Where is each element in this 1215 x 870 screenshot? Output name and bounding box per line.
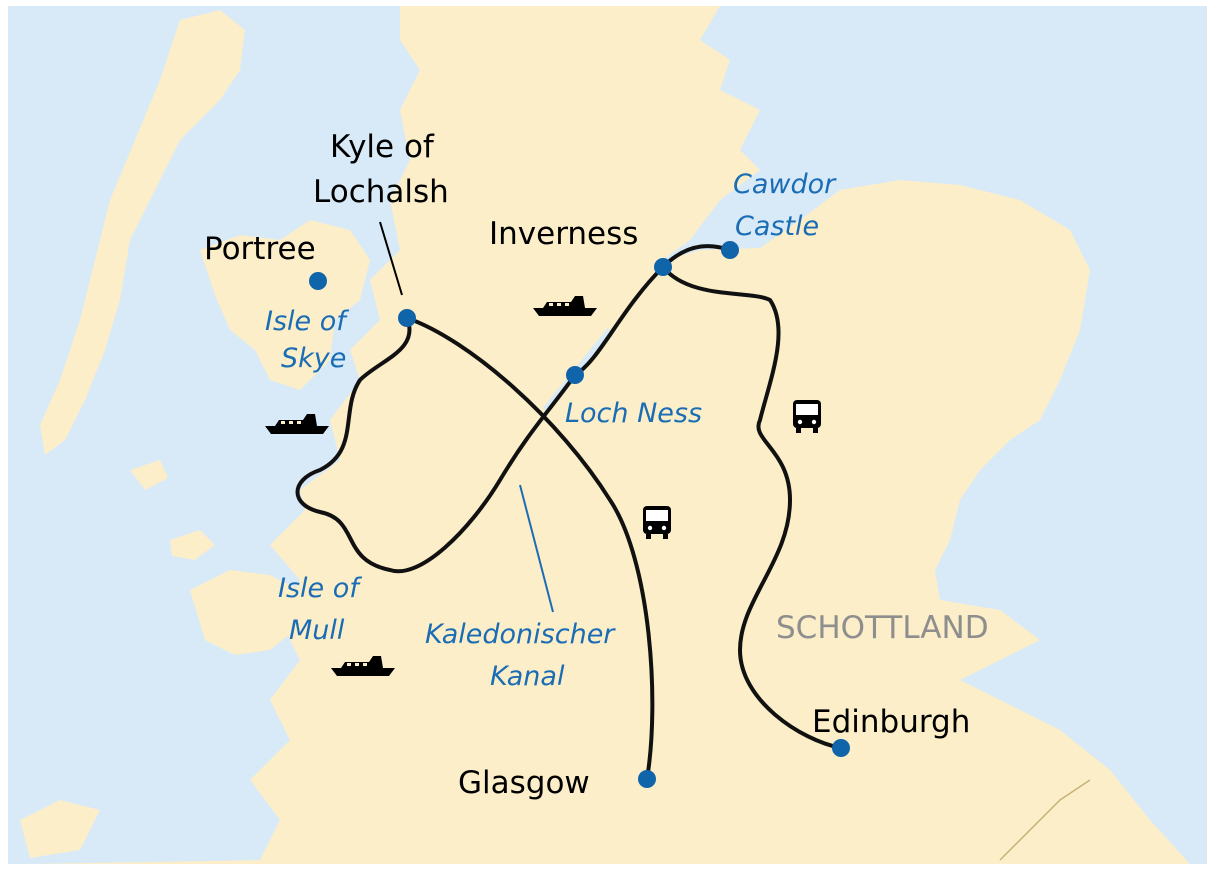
cawdor-point xyxy=(721,241,739,259)
portree-point xyxy=(309,272,327,290)
inverness-label: Inverness xyxy=(489,216,638,252)
inverness-point xyxy=(654,258,672,276)
kyle-label-line2: Lochalsh xyxy=(313,174,449,210)
skye-label-line2: Skye xyxy=(281,343,346,374)
kanal-label-line1: Kaledonischer xyxy=(425,619,616,650)
mainland xyxy=(30,6,1190,864)
border-line xyxy=(999,779,1091,861)
small-island xyxy=(130,460,168,490)
edinburgh-label: Edinburgh xyxy=(812,704,970,740)
route-glasgow-kyle xyxy=(406,316,655,780)
edinburgh-point xyxy=(832,739,850,757)
portree-label: Portree xyxy=(204,231,316,267)
country-label: SCHOTTLAND xyxy=(776,610,989,646)
isle-of-mull xyxy=(190,570,300,655)
route-inverness-kyle xyxy=(295,265,665,574)
isle-of-skye xyxy=(200,220,370,390)
glasgow-label: Glasgow xyxy=(458,765,590,801)
mull-label-line2: Mull xyxy=(289,615,345,646)
kanal-pointer xyxy=(519,484,554,613)
small-island xyxy=(170,530,215,560)
kyle-pointer xyxy=(379,221,403,296)
mull-label-line1: Isle of xyxy=(278,573,362,604)
cawdor-label-line1: Cawdor xyxy=(733,169,837,200)
loch-ness-point xyxy=(566,366,584,384)
kyle-label-line1: Kyle of xyxy=(330,129,435,165)
kyle-point xyxy=(398,309,416,327)
small-island xyxy=(20,800,100,858)
loch-ness-label: Loch Ness xyxy=(565,398,702,429)
kanal-label-line2: Kanal xyxy=(490,661,565,692)
cawdor-label-line2: Castle xyxy=(735,211,819,242)
glasgow-point xyxy=(638,770,656,788)
outer-hebrides xyxy=(40,10,245,455)
skye-label-line1: Isle of xyxy=(265,306,349,337)
